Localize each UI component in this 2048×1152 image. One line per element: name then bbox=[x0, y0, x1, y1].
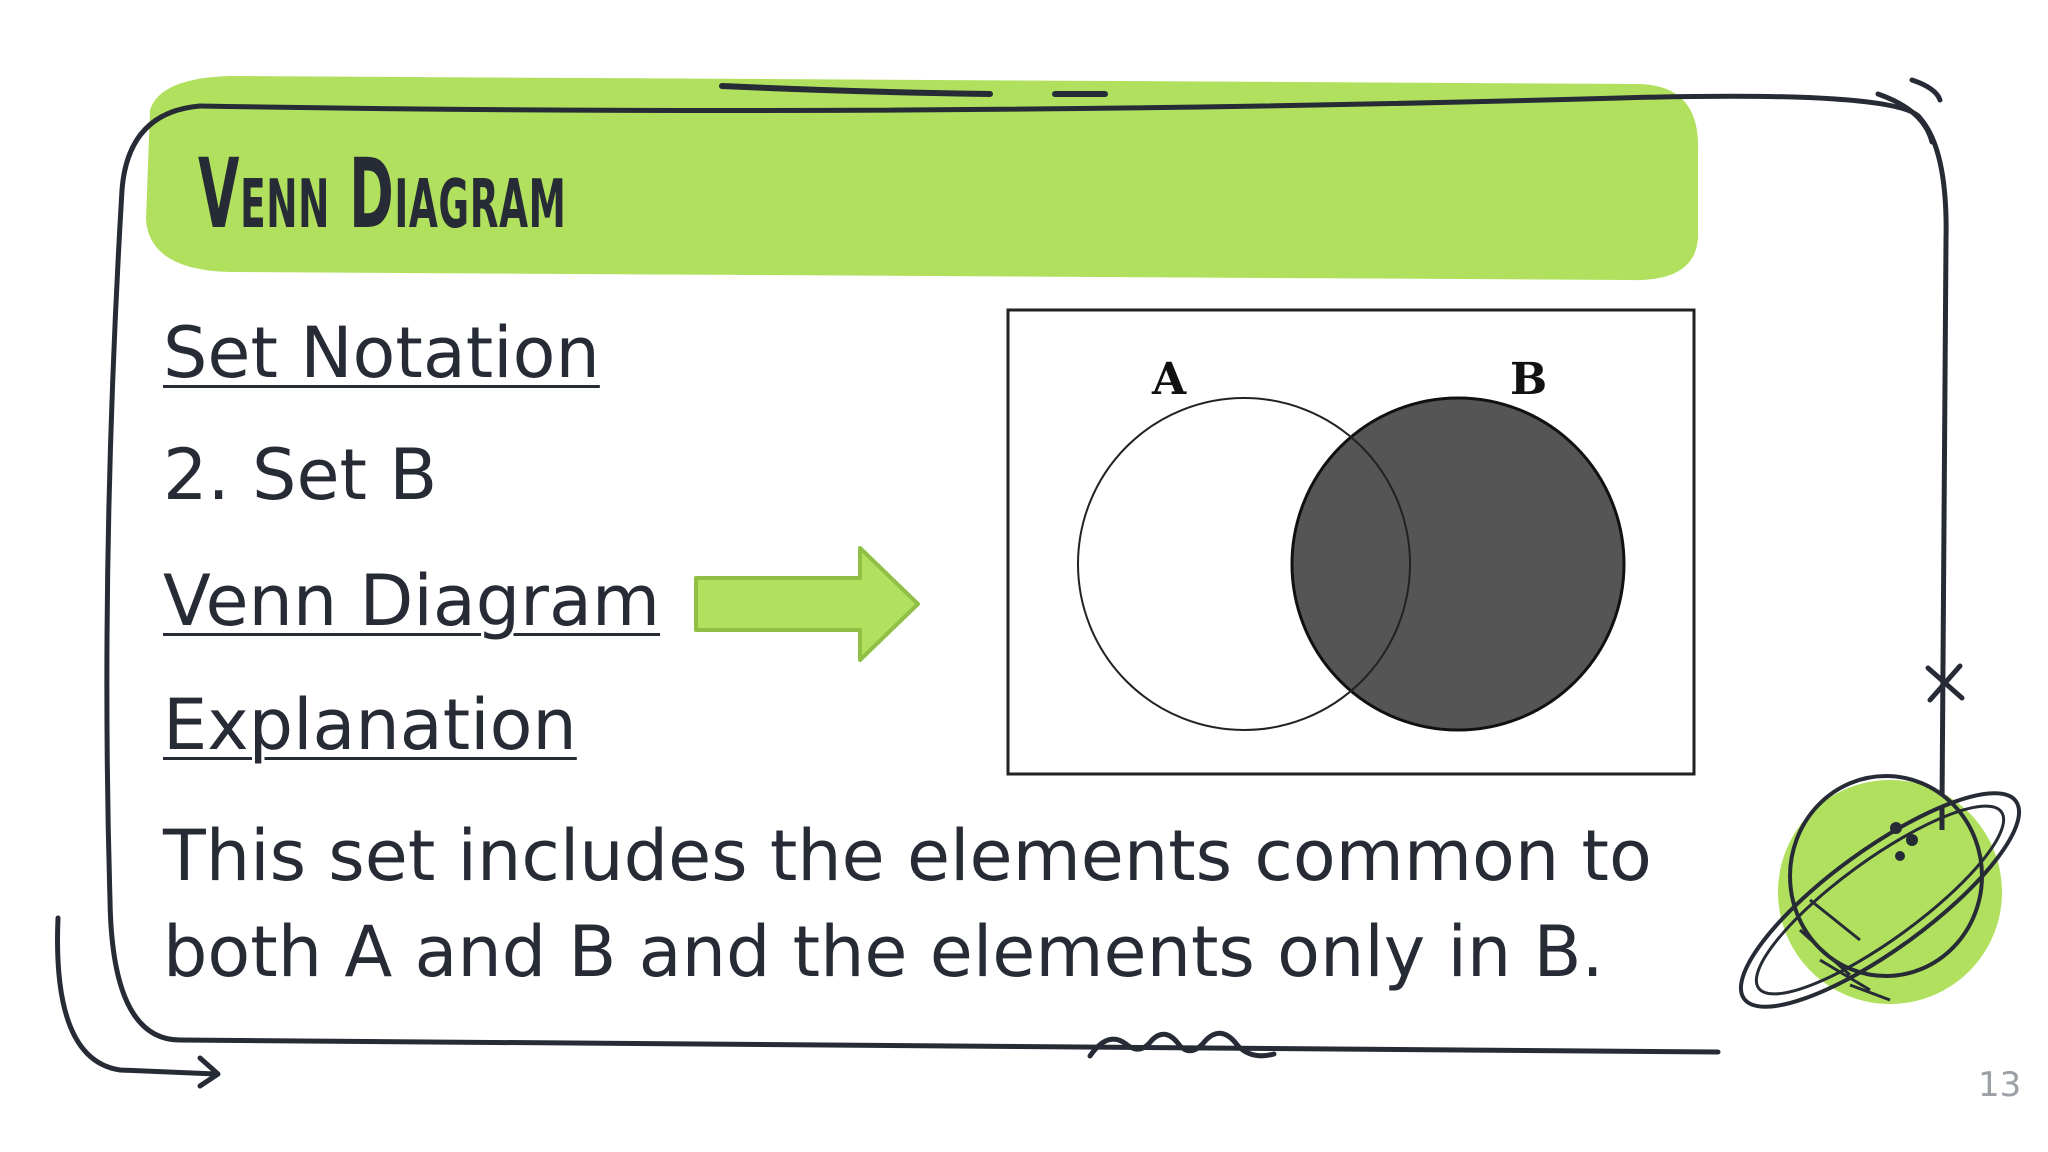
set-b-label: 2. Set B bbox=[163, 434, 438, 516]
planet-icon bbox=[1738, 774, 2022, 1009]
top-accent-stroke bbox=[719, 83, 993, 97]
x-mark bbox=[1925, 663, 1965, 703]
set-a-circle bbox=[1077, 397, 1411, 731]
set-a-label: A bbox=[1151, 354, 1187, 405]
corner-mark-1 bbox=[1875, 91, 1935, 145]
corner-mark-2 bbox=[1909, 77, 1943, 103]
explanation-paragraph: This set includes the elements common to… bbox=[163, 815, 1652, 993]
venn-diagram: A B bbox=[1006, 308, 1696, 776]
explanation-heading: Explanation bbox=[163, 684, 577, 766]
venn-diagram-heading: Venn Diagram bbox=[163, 560, 661, 642]
title-highlight-band bbox=[146, 76, 1699, 281]
page-number: 13 bbox=[1978, 1065, 2022, 1105]
slide-title: Venn Diagram bbox=[198, 138, 567, 250]
left-curl-arrowhead bbox=[197, 1055, 221, 1089]
right-arrow-icon bbox=[694, 546, 920, 662]
left-curl-arrow bbox=[55, 915, 219, 1077]
set-notation-heading: Set Notation bbox=[163, 312, 600, 394]
set-b-label-venn: B bbox=[1510, 354, 1547, 405]
set-b-circle bbox=[1290, 396, 1626, 732]
bottom-squiggle bbox=[1087, 1030, 1277, 1059]
frame-outline bbox=[104, 103, 1721, 1055]
